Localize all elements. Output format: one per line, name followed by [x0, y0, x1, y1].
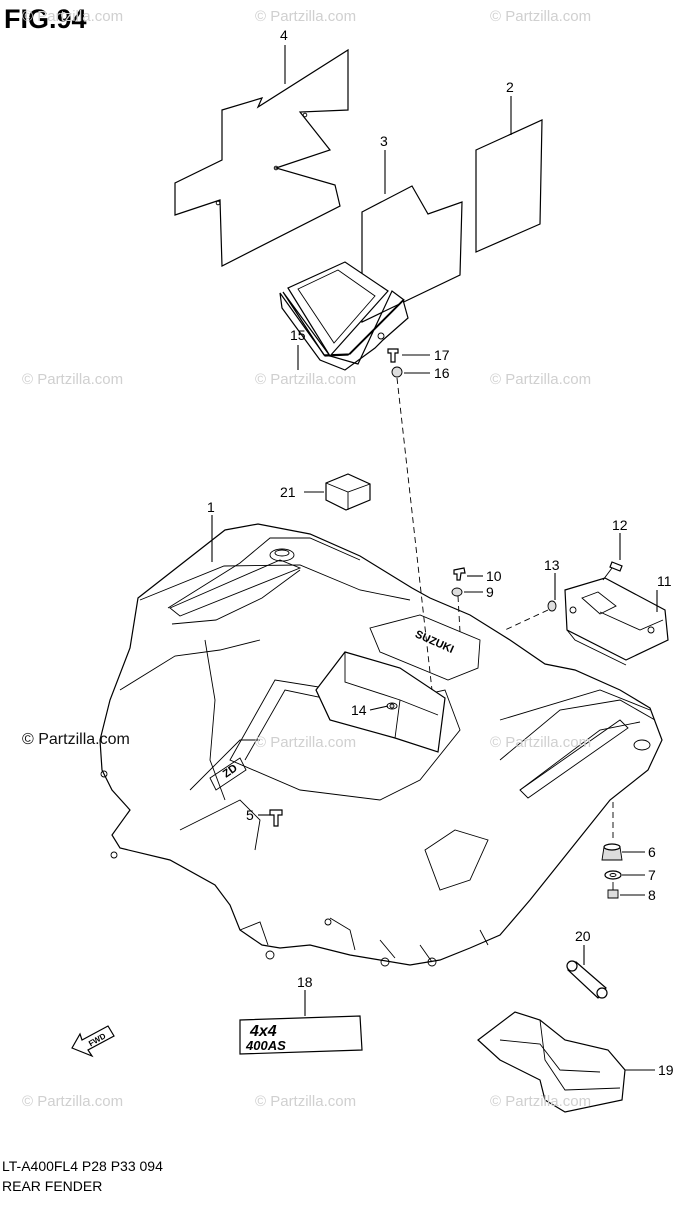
part-12-screw[interactable]	[602, 561, 623, 581]
callout-5: 5	[246, 807, 254, 823]
callout-9: 9	[486, 584, 494, 600]
part-16-grommet[interactable]	[391, 366, 403, 378]
emblem-bottom-text: 400AS	[245, 1038, 286, 1053]
part-17-bolt[interactable]	[387, 348, 399, 363]
fwd-arrow: FWD	[71, 1025, 115, 1058]
part-1-rear-fender[interactable]: SUZUKI	[99, 523, 663, 967]
callout-19: 19	[658, 1062, 674, 1078]
watermark: © Partzilla.com	[255, 371, 357, 388]
callout-8: 8	[648, 887, 656, 903]
callout-labels: 4 2 3 15 17 16 21 1 12 13 10 9 11 14 5 6…	[207, 27, 674, 1078]
part-15-box-lid[interactable]	[279, 261, 409, 371]
part-19-pad[interactable]	[477, 1011, 626, 1113]
part-13-washer[interactable]	[547, 600, 557, 612]
callout-11: 11	[657, 573, 672, 589]
part-18-emblem[interactable]: 4x4 400AS	[239, 1015, 363, 1055]
part-5-bolt[interactable]	[269, 809, 283, 827]
callout-18: 18	[297, 974, 313, 990]
watermark: © Partzilla.com	[22, 1093, 124, 1110]
callout-12: 12	[612, 517, 628, 533]
callout-4: 4	[280, 27, 288, 43]
callout-1: 1	[207, 499, 215, 515]
callout-13: 13	[544, 557, 560, 573]
part-4-decal-sheet[interactable]	[174, 48, 349, 267]
watermark: © Partzilla.com	[490, 734, 592, 751]
part-14-cap[interactable]	[389, 703, 395, 709]
watermark: © Partzilla.com	[22, 8, 124, 25]
part-8-bolt[interactable]	[607, 882, 619, 899]
callout-6: 6	[648, 844, 656, 860]
watermark: © Partzilla.com	[255, 1093, 357, 1110]
callout-16: 16	[434, 365, 450, 381]
watermark: © Partzilla.com	[490, 8, 592, 25]
callout-21: 21	[280, 484, 296, 500]
watermark: © Partzilla.com	[255, 8, 357, 25]
part-2-decal[interactable]	[475, 119, 543, 253]
watermark: © Partzilla.com	[490, 1093, 592, 1110]
part-10-screw[interactable]	[453, 567, 466, 581]
callout-2: 2	[506, 79, 514, 95]
emblem-top-text: 4x4	[249, 1023, 277, 1040]
watermark-strong: © Partzilla.com	[22, 731, 130, 748]
callout-20: 20	[575, 928, 591, 944]
part-7-washer[interactable]	[604, 870, 622, 880]
part-9-nut[interactable]	[451, 587, 463, 597]
part-21-pad[interactable]	[325, 473, 371, 511]
part-6-grommet[interactable]	[601, 843, 623, 861]
part-3-decal[interactable]	[361, 185, 463, 323]
watermark: © Partzilla.com	[255, 734, 357, 751]
part-11-bracket[interactable]	[564, 577, 669, 666]
callout-15: 15	[290, 327, 306, 343]
watermark: © Partzilla.com	[490, 371, 592, 388]
callout-10: 10	[486, 568, 502, 584]
callout-3: 3	[380, 133, 388, 149]
part-20-tube[interactable]	[566, 960, 608, 999]
leader-lines	[211, 45, 658, 1071]
callout-17: 17	[434, 347, 450, 363]
footer-model-code: LT-A400FL4 P28 P33 094	[2, 1158, 163, 1174]
callout-7: 7	[648, 867, 656, 883]
watermark: © Partzilla.com	[22, 371, 124, 388]
footer-figure-name: REAR FENDER	[2, 1178, 103, 1194]
figure-title: FIG.94	[4, 4, 87, 34]
callout-14: 14	[351, 702, 367, 718]
